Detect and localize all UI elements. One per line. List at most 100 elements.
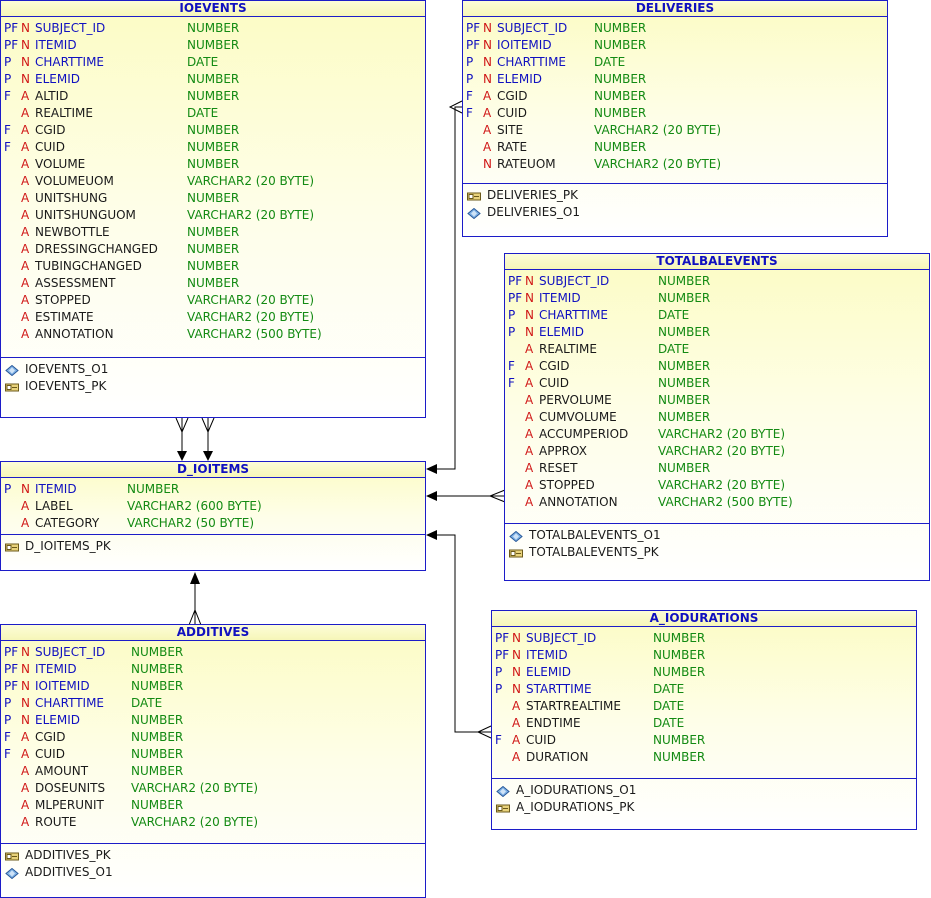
primary-key-constraint[interactable]: A_IODURATIONS_PK: [492, 799, 916, 816]
column-name: ELEMID: [539, 325, 584, 339]
primary-key-constraint[interactable]: TOTALBALEVENTS_PK: [505, 544, 929, 561]
nullability-flag: A: [483, 123, 492, 137]
nullability-flag: A: [525, 359, 534, 373]
primary-key-constraint[interactable]: IOEVENTS_PK: [1, 378, 425, 395]
primary-key-constraint[interactable]: DELIVERIES_PK: [463, 187, 887, 204]
column-name: CATEGORY: [35, 516, 100, 530]
key-flag: F: [4, 730, 11, 744]
index-icon: [467, 207, 481, 220]
key-flag: PF: [495, 648, 510, 662]
arrowhead-ioevents-2: [203, 451, 213, 461]
column-name: CUID: [539, 376, 569, 390]
index-entry[interactable]: IOEVENTS_O1: [1, 361, 425, 378]
column-name: ITEMID: [35, 38, 77, 52]
key-flag: F: [466, 89, 473, 103]
primary-key-constraint[interactable]: D_IOITEMS_PK: [1, 538, 425, 555]
nullability-flag: N: [21, 21, 30, 35]
column-type: NUMBER: [658, 376, 711, 390]
column-type: VARCHAR2 (50 BYTE): [127, 516, 255, 530]
column-name: CUID: [526, 733, 556, 747]
index-entry[interactable]: ADDITIVES_O1: [1, 864, 425, 881]
index-name: DELIVERIES_O1: [487, 205, 580, 219]
index-entry[interactable]: TOTALBALEVENTS_O1: [505, 527, 929, 544]
index-entry[interactable]: A_IODURATIONS_O1: [492, 782, 916, 799]
column-type: NUMBER: [127, 482, 180, 496]
nullability-flag: N: [21, 482, 30, 496]
key-flag: PF: [508, 291, 523, 305]
index-entry[interactable]: DELIVERIES_O1: [463, 204, 887, 221]
primary-key-constraint[interactable]: ADDITIVES_PK: [1, 847, 425, 864]
